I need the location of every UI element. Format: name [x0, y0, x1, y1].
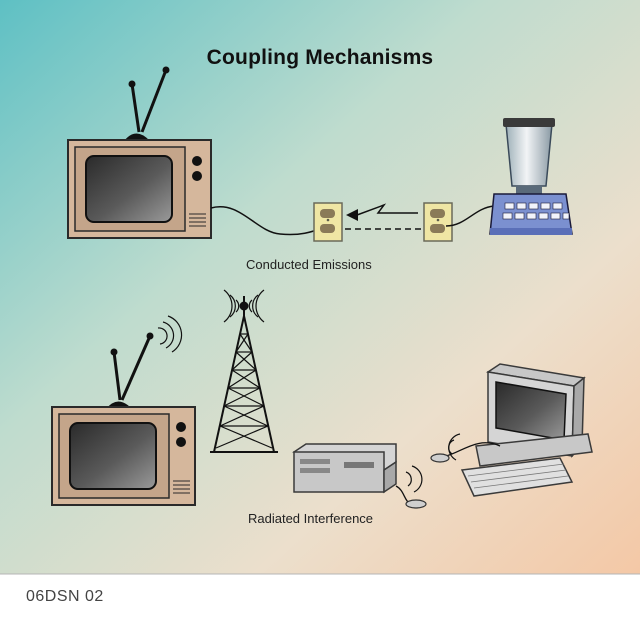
diagram-title: Coupling Mechanisms: [206, 46, 434, 69]
wall-outlet-icon-2: [423, 202, 453, 242]
television-icon-2: [51, 332, 196, 506]
radio-tower-icon: [210, 296, 278, 453]
caption-strip: [0, 574, 640, 621]
tv-antenna-waves: [157, 315, 183, 353]
wall-outlet-icon: [313, 202, 343, 242]
box-waves: [405, 465, 423, 493]
blender-icon: [489, 118, 573, 235]
tower-waves: [223, 289, 265, 323]
computer-tower-icon: [292, 443, 397, 494]
computer-icon: [430, 363, 593, 497]
computer-waves: [448, 433, 461, 461]
radiated-interference-label: Radiated Interference: [248, 511, 374, 526]
mouse-icon: [395, 485, 427, 509]
conduction-arrow: [345, 203, 424, 230]
television-icon: [67, 66, 212, 239]
tv-power-cord: [210, 205, 323, 236]
figure-code: 06DSN 02: [26, 588, 104, 605]
conducted-emissions-label: Conducted Emissions: [246, 257, 372, 272]
blender-power-cord: [445, 205, 495, 227]
